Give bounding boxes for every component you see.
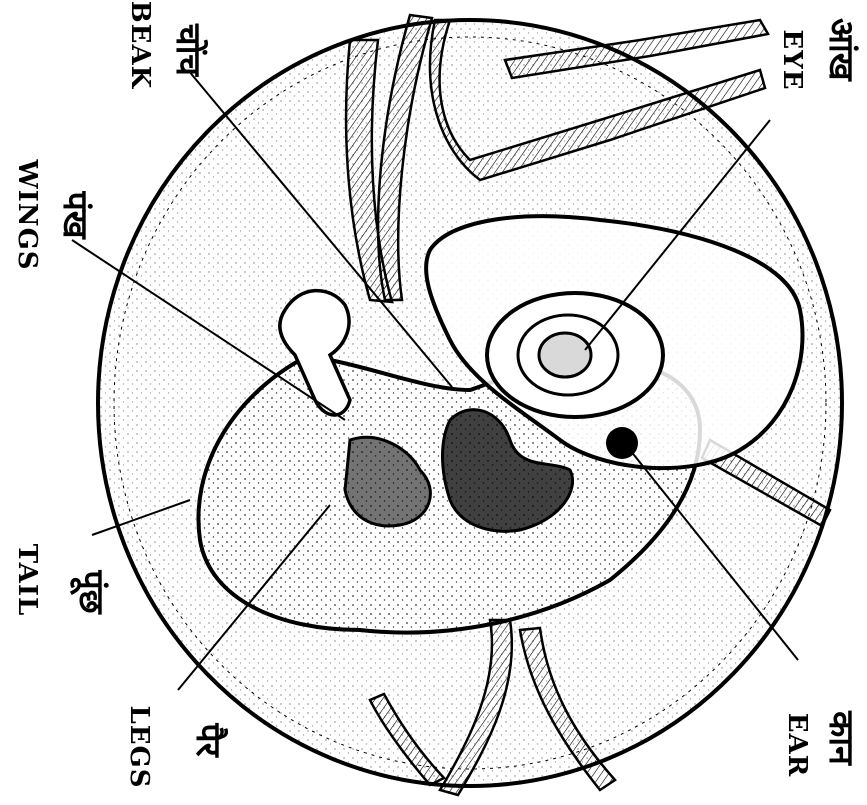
beak-label-hindi: चोंच	[165, 20, 205, 80]
beak-label: BEAK	[123, 0, 153, 95]
tail-label: TAIL	[10, 540, 40, 620]
ear-label: EAR	[780, 710, 810, 780]
tail-label-hindi: पूंछ	[68, 562, 108, 622]
eye-shape	[487, 293, 663, 417]
wings-label: WINGS	[10, 150, 40, 280]
eye-label-hindi: आंख	[818, 18, 858, 78]
legs-label: LEGS	[122, 702, 152, 792]
eye-label: EYE	[775, 25, 805, 95]
wings-label-hindi: पंख	[52, 185, 92, 245]
legs-label-hindi: पैर	[185, 710, 225, 770]
ear-label-hindi: कान	[818, 708, 858, 768]
